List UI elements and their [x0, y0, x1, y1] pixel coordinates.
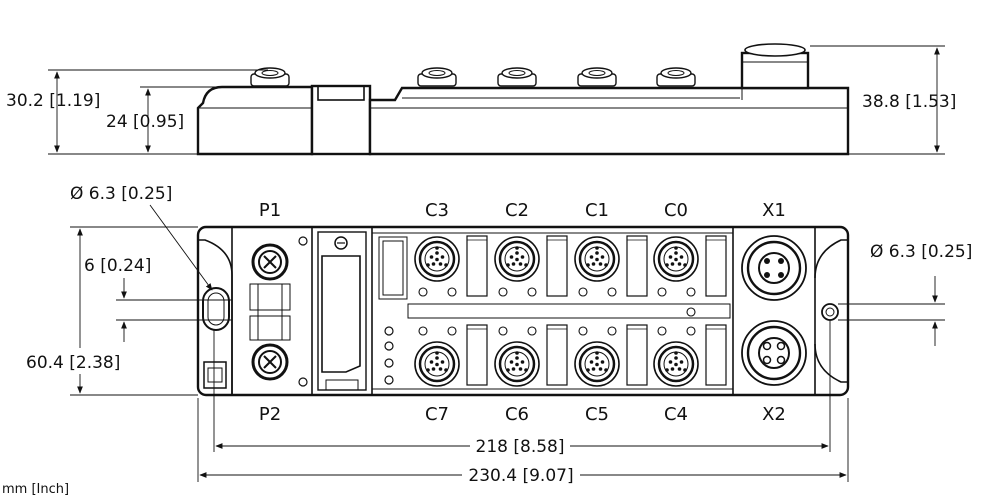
- connector-x2: [741, 320, 807, 386]
- dim-top-height: 60.4 [2.38]: [26, 353, 120, 373]
- label-c1: C1: [585, 200, 609, 221]
- side-connector-c3: [417, 67, 457, 87]
- side-connector-c1: [577, 67, 617, 87]
- label-p1: P1: [259, 200, 281, 221]
- connector-c3: [413, 235, 461, 283]
- side-connector-x1: [740, 51, 810, 90]
- label-window: [378, 236, 408, 300]
- label-x2: X2: [762, 404, 786, 425]
- connector-c4: [652, 340, 700, 388]
- service-hatch: [317, 231, 367, 391]
- dim-hole-diameter-right: Ø 6.3 [0.25]: [870, 242, 972, 262]
- dim-total-width: 230.4 [9.07]: [468, 466, 573, 486]
- label-c0: C0: [664, 200, 688, 221]
- label-p2: P2: [259, 404, 281, 425]
- connector-c0: [652, 235, 700, 283]
- connector-c2: [493, 235, 541, 283]
- dim-side-height-24: 24 [0.95]: [106, 112, 184, 132]
- label-c6: C6: [505, 404, 529, 425]
- mounting-hole-right: [821, 303, 839, 321]
- top-view: P1 C3 C2 C1 C0 X1 P2 C7 C6 C5 C4 X2 Ø 6.…: [26, 184, 972, 486]
- side-connector-p1: [250, 67, 290, 87]
- connector-c6: [493, 340, 541, 388]
- connector-c7: [413, 340, 461, 388]
- dim-hole-diameter-left: Ø 6.3 [0.25]: [70, 184, 172, 204]
- label-c2: C2: [505, 200, 529, 221]
- side-left-block: [196, 85, 314, 156]
- dim-hole-spacing: 218 [8.58]: [476, 437, 565, 457]
- units-note: mm [Inch]: [2, 482, 69, 497]
- dim-side-height-38-8: 38.8 [1.53]: [862, 92, 956, 112]
- label-c7: C7: [425, 404, 449, 425]
- side-connector-c2: [497, 67, 537, 87]
- connector-c5: [573, 340, 621, 388]
- mounting-hole-left: [202, 287, 230, 331]
- side-mid-latch: [317, 85, 365, 101]
- dim-side-height-30-2: 30.2 [1.19]: [6, 91, 100, 111]
- connector-c1: [573, 235, 621, 283]
- label-c4: C4: [664, 404, 688, 425]
- screw-p2: [251, 343, 289, 381]
- side-connector-c0: [656, 67, 696, 87]
- side-view: 30.2 [1.19] 24 [0.95] 38.8 [1.53]: [6, 43, 956, 156]
- label-c5: C5: [585, 404, 609, 425]
- screw-p1: [251, 243, 289, 281]
- label-c3: C3: [425, 200, 449, 221]
- dim-hole-offset: 6 [0.24]: [84, 256, 151, 276]
- side-mid-block: [310, 84, 372, 156]
- connector-x1: [741, 235, 807, 301]
- label-x1: X1: [762, 200, 786, 221]
